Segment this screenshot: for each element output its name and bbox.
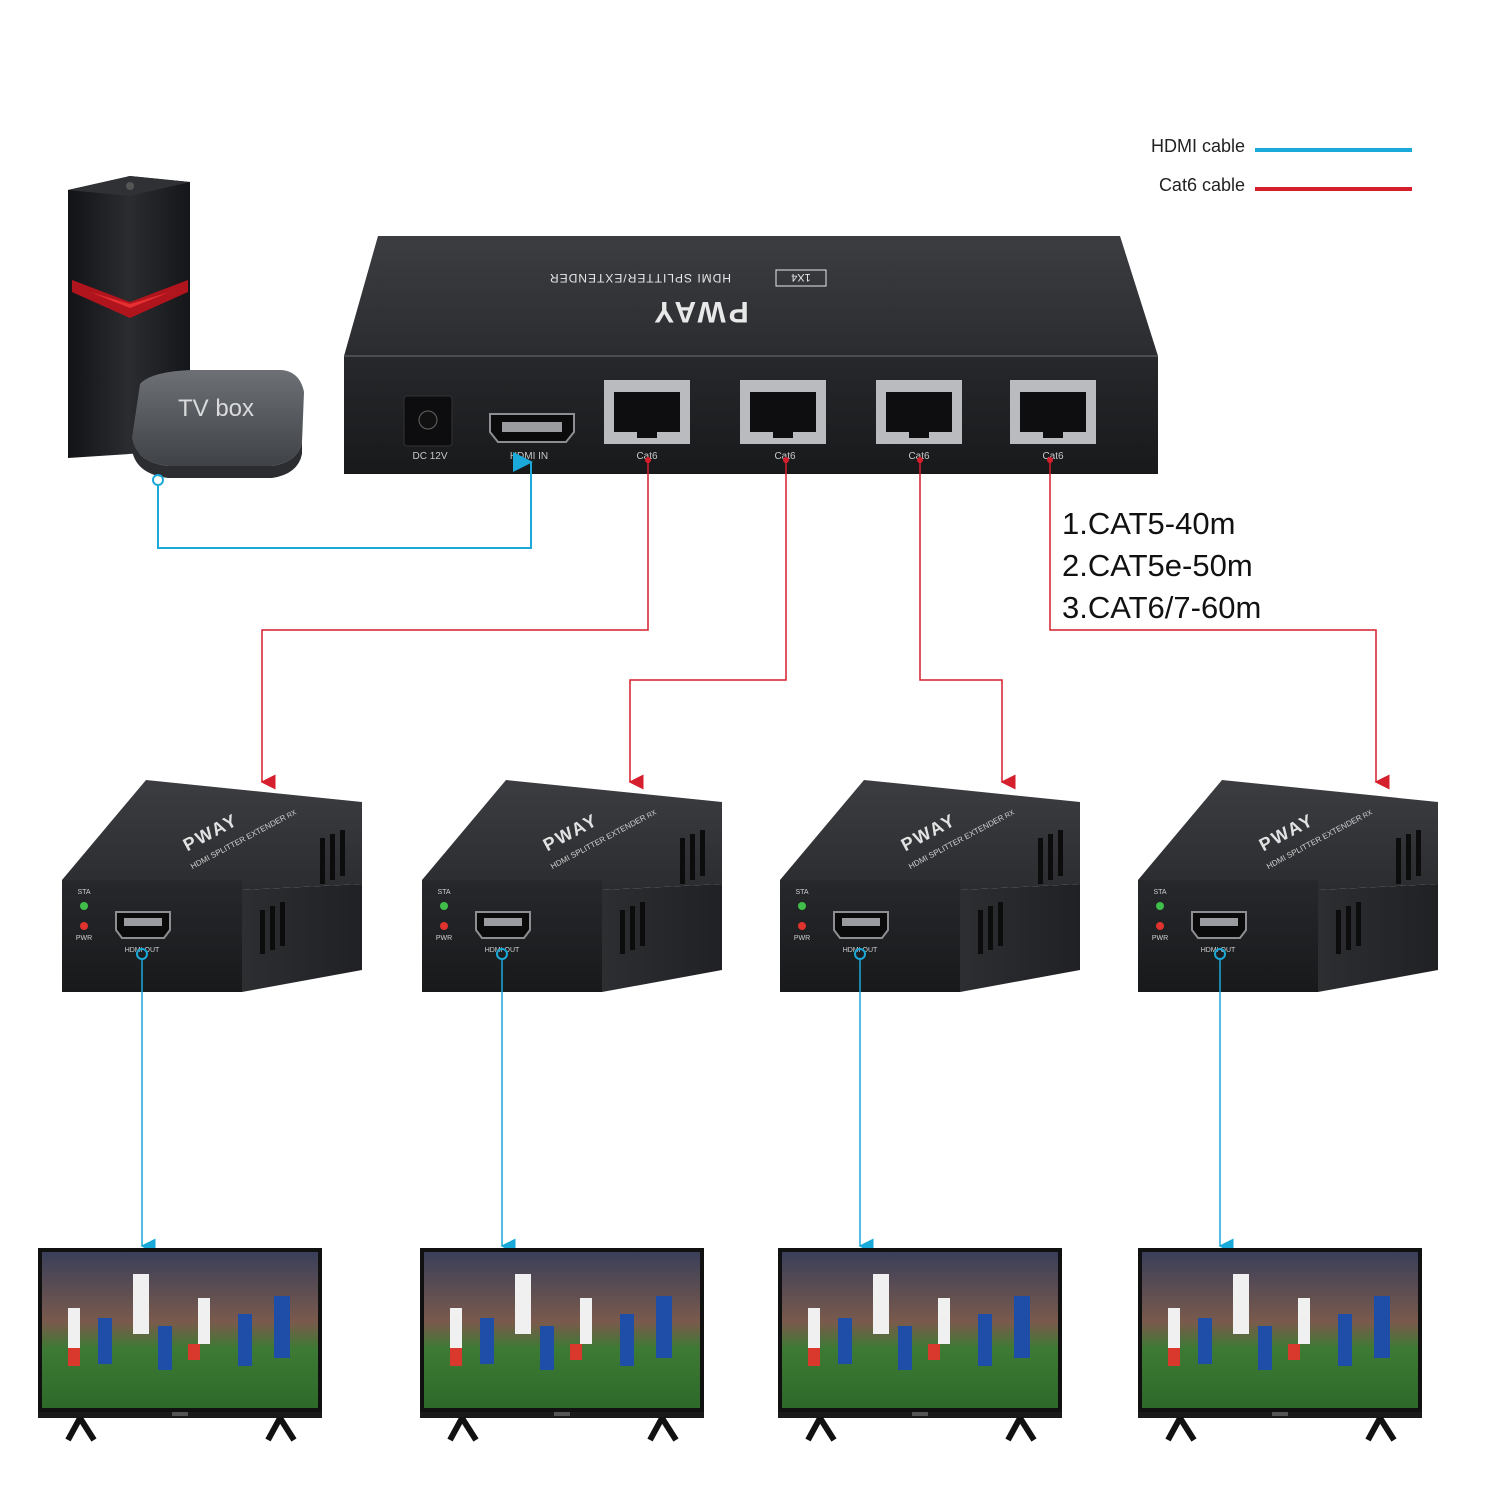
cat6-cable-4 — [1049, 462, 1390, 790]
hdmi-out-label: HDMI OUT — [125, 947, 160, 954]
sta-label: STA — [1153, 889, 1166, 896]
cat-port-label-4: Cat6 — [1042, 451, 1064, 462]
distance-note-3: 3.CAT6/7-60m — [1062, 590, 1261, 625]
splitter-brand: PWAY — [651, 295, 749, 328]
pwr-label: PWR — [436, 935, 452, 942]
tv-2 — [420, 1248, 704, 1442]
tv-soccer-scene-icon — [1142, 1252, 1418, 1408]
tv-3 — [778, 1248, 1062, 1442]
tv-soccer-scene-icon — [42, 1252, 318, 1408]
receiver-badge: RX — [1362, 809, 1374, 820]
legend-item-hdmi: HDMI cable — [1151, 136, 1412, 156]
dc-power-port: DC 12V — [403, 395, 453, 462]
receiver-2: PWAY HDMI SPLITTER EXTENDER RX STA PWR H… — [422, 780, 722, 992]
legend: HDMI cable Cat6 cable — [1151, 136, 1412, 195]
hdmi-out-label: HDMI OUT — [1201, 947, 1236, 954]
cat6-cable-3 — [919, 462, 1016, 790]
sta-led — [1156, 902, 1164, 910]
pwr-label: PWR — [1152, 935, 1168, 942]
cat-port-label-1: Cat6 — [636, 451, 658, 462]
dc-label: DC 12V — [412, 451, 447, 462]
receiver-badge: RX — [1004, 809, 1016, 820]
cat-port-4: Cat6 — [1010, 380, 1096, 462]
tv-soccer-scene-icon — [782, 1252, 1058, 1408]
receiver-1: PWAY HDMI SPLITTER EXTENDER RX STA PWR H… — [62, 780, 362, 992]
tv-1 — [38, 1248, 322, 1442]
sta-label: STA — [77, 889, 90, 896]
cat6-cable-2 — [628, 462, 787, 790]
distance-note-2: 2.CAT5e-50m — [1062, 548, 1253, 583]
distance-note-1: 1.CAT5-40m — [1062, 506, 1235, 541]
pwr-led — [798, 922, 806, 930]
hdmi-input-cable — [152, 452, 533, 549]
cat-port-label-3: Cat6 — [908, 451, 930, 462]
cat-port-2: Cat6 — [740, 380, 826, 462]
hdmi-out-label: HDMI OUT — [843, 947, 878, 954]
hdmi-out-label: HDMI OUT — [485, 947, 520, 954]
cat6-cables — [260, 457, 1390, 790]
cat6-cable-1 — [260, 462, 649, 790]
receiver-badge: RX — [286, 809, 298, 820]
hdmi-in-port: HDMI IN — [489, 413, 575, 462]
hdmi-output-cables — [136, 948, 1234, 1254]
splitter-badge: 1X4 — [791, 271, 811, 283]
legend-item-cat6: Cat6 cable — [1159, 175, 1412, 195]
receiver-3: PWAY HDMI SPLITTER EXTENDER RX STA PWR H… — [780, 780, 1080, 992]
pwr-label: PWR — [794, 935, 810, 942]
receiver-badge: RX — [646, 809, 658, 820]
cat-port-1: Cat6 — [604, 380, 690, 462]
tvbox-icon: TV box — [132, 370, 304, 478]
receiver-4: PWAY HDMI SPLITTER EXTENDER RX STA PWR H… — [1138, 780, 1438, 992]
splitter-model: HDMI SPLITTER/EXTENDER — [549, 271, 731, 285]
distance-notes: 1.CAT5-40m 2.CAT5e-50m 3.CAT6/7-60m — [1062, 506, 1261, 625]
sta-led — [80, 902, 88, 910]
cat-port-label-2: Cat6 — [774, 451, 796, 462]
tv-soccer-scene-icon — [424, 1252, 700, 1408]
legend-label-hdmi: HDMI cable — [1151, 136, 1245, 156]
sta-led — [798, 902, 806, 910]
cat-port-3: Cat6 — [876, 380, 962, 462]
tv-4 — [1138, 1248, 1422, 1442]
hdmi-in-label: HDMI IN — [510, 451, 548, 462]
legend-label-cat6: Cat6 cable — [1159, 175, 1245, 195]
sta-led — [440, 902, 448, 910]
main-splitter: PWAY HDMI SPLITTER/EXTENDER 1X4 DC 12V H… — [344, 236, 1158, 474]
tvbox-label: TV box — [178, 395, 254, 422]
sta-label: STA — [795, 889, 808, 896]
pwr-label: PWR — [76, 935, 92, 942]
pwr-led — [80, 922, 88, 930]
pwr-led — [440, 922, 448, 930]
pwr-led — [1156, 922, 1164, 930]
sta-label: STA — [437, 889, 450, 896]
